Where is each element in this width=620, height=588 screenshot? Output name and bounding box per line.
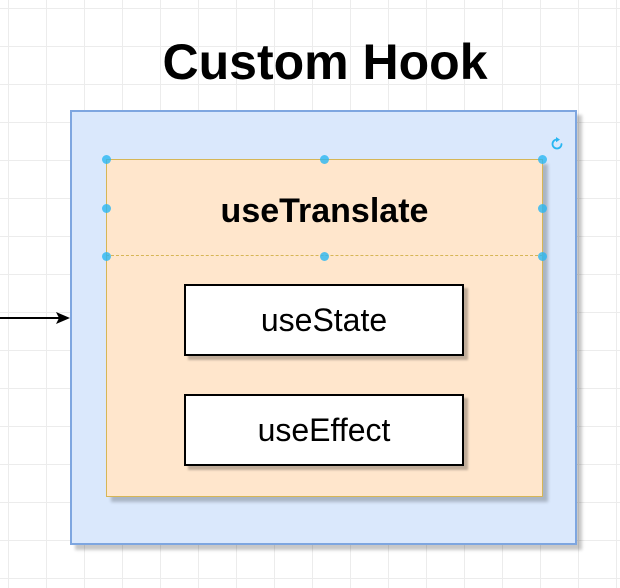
selection-handle-middle-right[interactable] [537, 203, 547, 213]
use-effect-box[interactable]: useEffect [184, 394, 464, 466]
selection-handle-top-right[interactable] [537, 154, 547, 164]
selection-handle-bottom-left[interactable] [101, 251, 111, 261]
incoming-arrow[interactable] [0, 308, 72, 328]
selection-handle-top-left[interactable] [101, 154, 111, 164]
selection-handle-top-center[interactable] [319, 154, 329, 164]
selection-handle-bottom-right[interactable] [537, 251, 547, 261]
selection-handle-middle-left[interactable] [101, 203, 111, 213]
selection-handle-bottom-center[interactable] [319, 251, 329, 261]
diagram-title: Custom Hook [162, 34, 488, 90]
rotate-icon[interactable] [549, 136, 565, 152]
use-translate-label: useTranslate [220, 192, 429, 230]
use-state-box[interactable]: useState [184, 284, 464, 356]
